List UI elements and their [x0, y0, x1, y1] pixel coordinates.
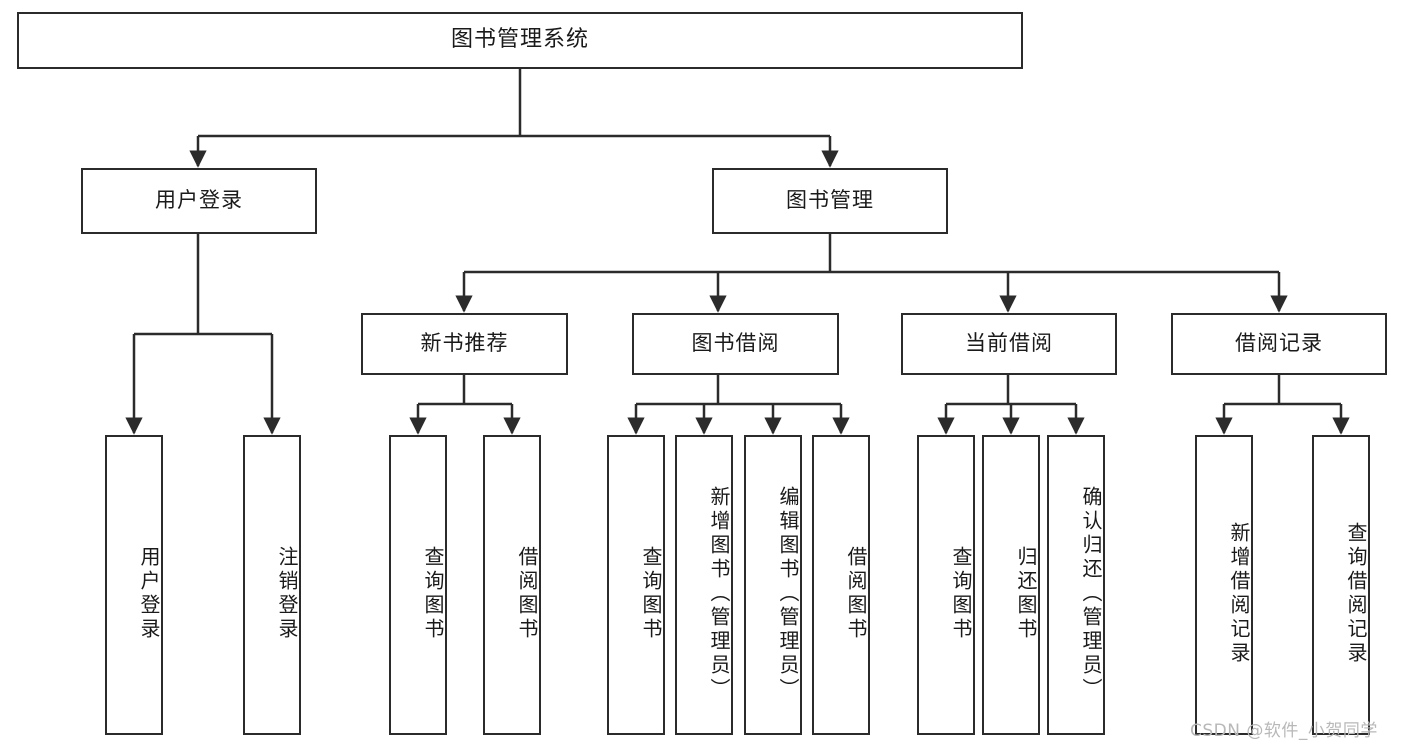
node-leaf-add-record[interactable]: 新增借阅记录	[1195, 435, 1253, 735]
node-borrow-record[interactable]: 借阅记录	[1171, 313, 1387, 375]
node-current-borrow[interactable]: 当前借阅	[901, 313, 1117, 375]
node-label: 借阅图书	[515, 546, 539, 642]
node-leaf-query-book-1[interactable]: 查询图书	[389, 435, 447, 735]
node-book-manage[interactable]: 图书管理	[712, 168, 948, 234]
node-label: 新增图书（管理员）	[707, 486, 731, 702]
node-label: 新增借阅记录	[1227, 522, 1251, 666]
node-label: 注销登录	[275, 546, 299, 642]
node-label: 确认归还（管理员）	[1079, 486, 1103, 702]
node-root[interactable]: 图书管理系统	[17, 12, 1023, 69]
node-leaf-query-book-2[interactable]: 查询图书	[607, 435, 665, 735]
node-label: 借阅图书	[844, 546, 868, 642]
node-leaf-borrow-book-1[interactable]: 借阅图书	[483, 435, 541, 735]
node-label: 查询图书	[639, 546, 663, 642]
node-leaf-user-login[interactable]: 用户登录	[105, 435, 163, 735]
node-label: 归还图书	[1014, 546, 1038, 642]
node-label: 编辑图书（管理员）	[776, 486, 800, 702]
node-leaf-query-book-3[interactable]: 查询图书	[917, 435, 975, 735]
node-leaf-logout[interactable]: 注销登录	[243, 435, 301, 735]
node-leaf-return-book[interactable]: 归还图书	[982, 435, 1040, 735]
node-label: 查询图书	[421, 546, 445, 642]
node-label: 查询借阅记录	[1344, 522, 1368, 666]
node-leaf-confirm-return[interactable]: 确认归还（管理员）	[1047, 435, 1105, 735]
node-leaf-borrow-book-2[interactable]: 借阅图书	[812, 435, 870, 735]
node-leaf-add-book[interactable]: 新增图书（管理员）	[675, 435, 733, 735]
csdn-watermark: CSDN @软件_小贺同学	[1190, 721, 1378, 741]
node-label: 查询图书	[949, 546, 973, 642]
node-leaf-query-record[interactable]: 查询借阅记录	[1312, 435, 1370, 735]
node-book-borrow[interactable]: 图书借阅	[632, 313, 839, 375]
node-new-book-rec[interactable]: 新书推荐	[361, 313, 568, 375]
node-label: 用户登录	[137, 546, 161, 642]
node-leaf-edit-book[interactable]: 编辑图书（管理员）	[744, 435, 802, 735]
node-user-login[interactable]: 用户登录	[81, 168, 317, 234]
